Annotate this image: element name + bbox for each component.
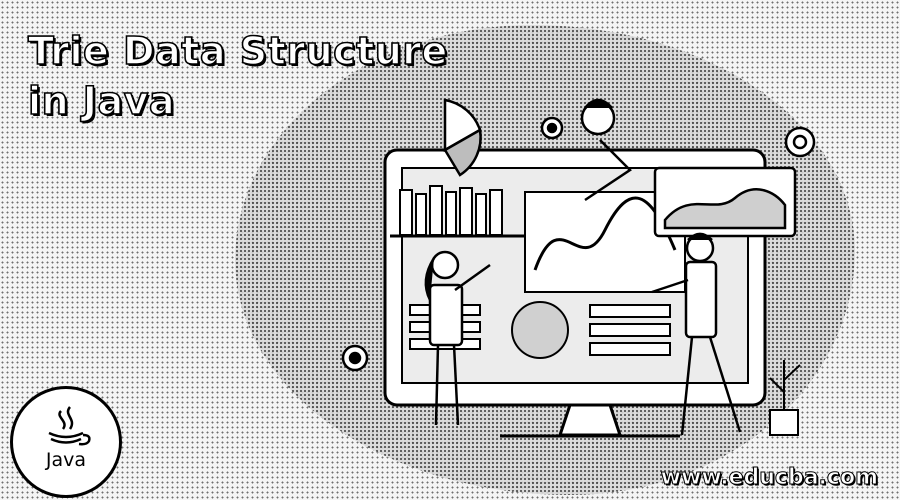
area-chart-card — [653, 166, 797, 238]
woman-figure — [424, 250, 491, 426]
website-url: www.educba.com — [660, 465, 878, 491]
man-at-top — [580, 98, 632, 202]
java-badge: Java — [10, 386, 122, 498]
gear-icons — [341, 116, 816, 372]
title-line-1: Trie Data Structure — [27, 28, 448, 74]
screen-stand — [500, 403, 680, 438]
pie-chart — [443, 98, 482, 177]
man-figure — [651, 232, 742, 436]
java-badge-label: Java — [45, 449, 87, 471]
title-line-2: in Java — [27, 78, 176, 124]
office-illustration — [341, 98, 816, 438]
book-shelf — [390, 185, 525, 238]
page-title: Trie Data Structure in Java — [27, 26, 448, 126]
plant — [769, 360, 801, 436]
java-coffee-cup-icon — [48, 406, 91, 446]
